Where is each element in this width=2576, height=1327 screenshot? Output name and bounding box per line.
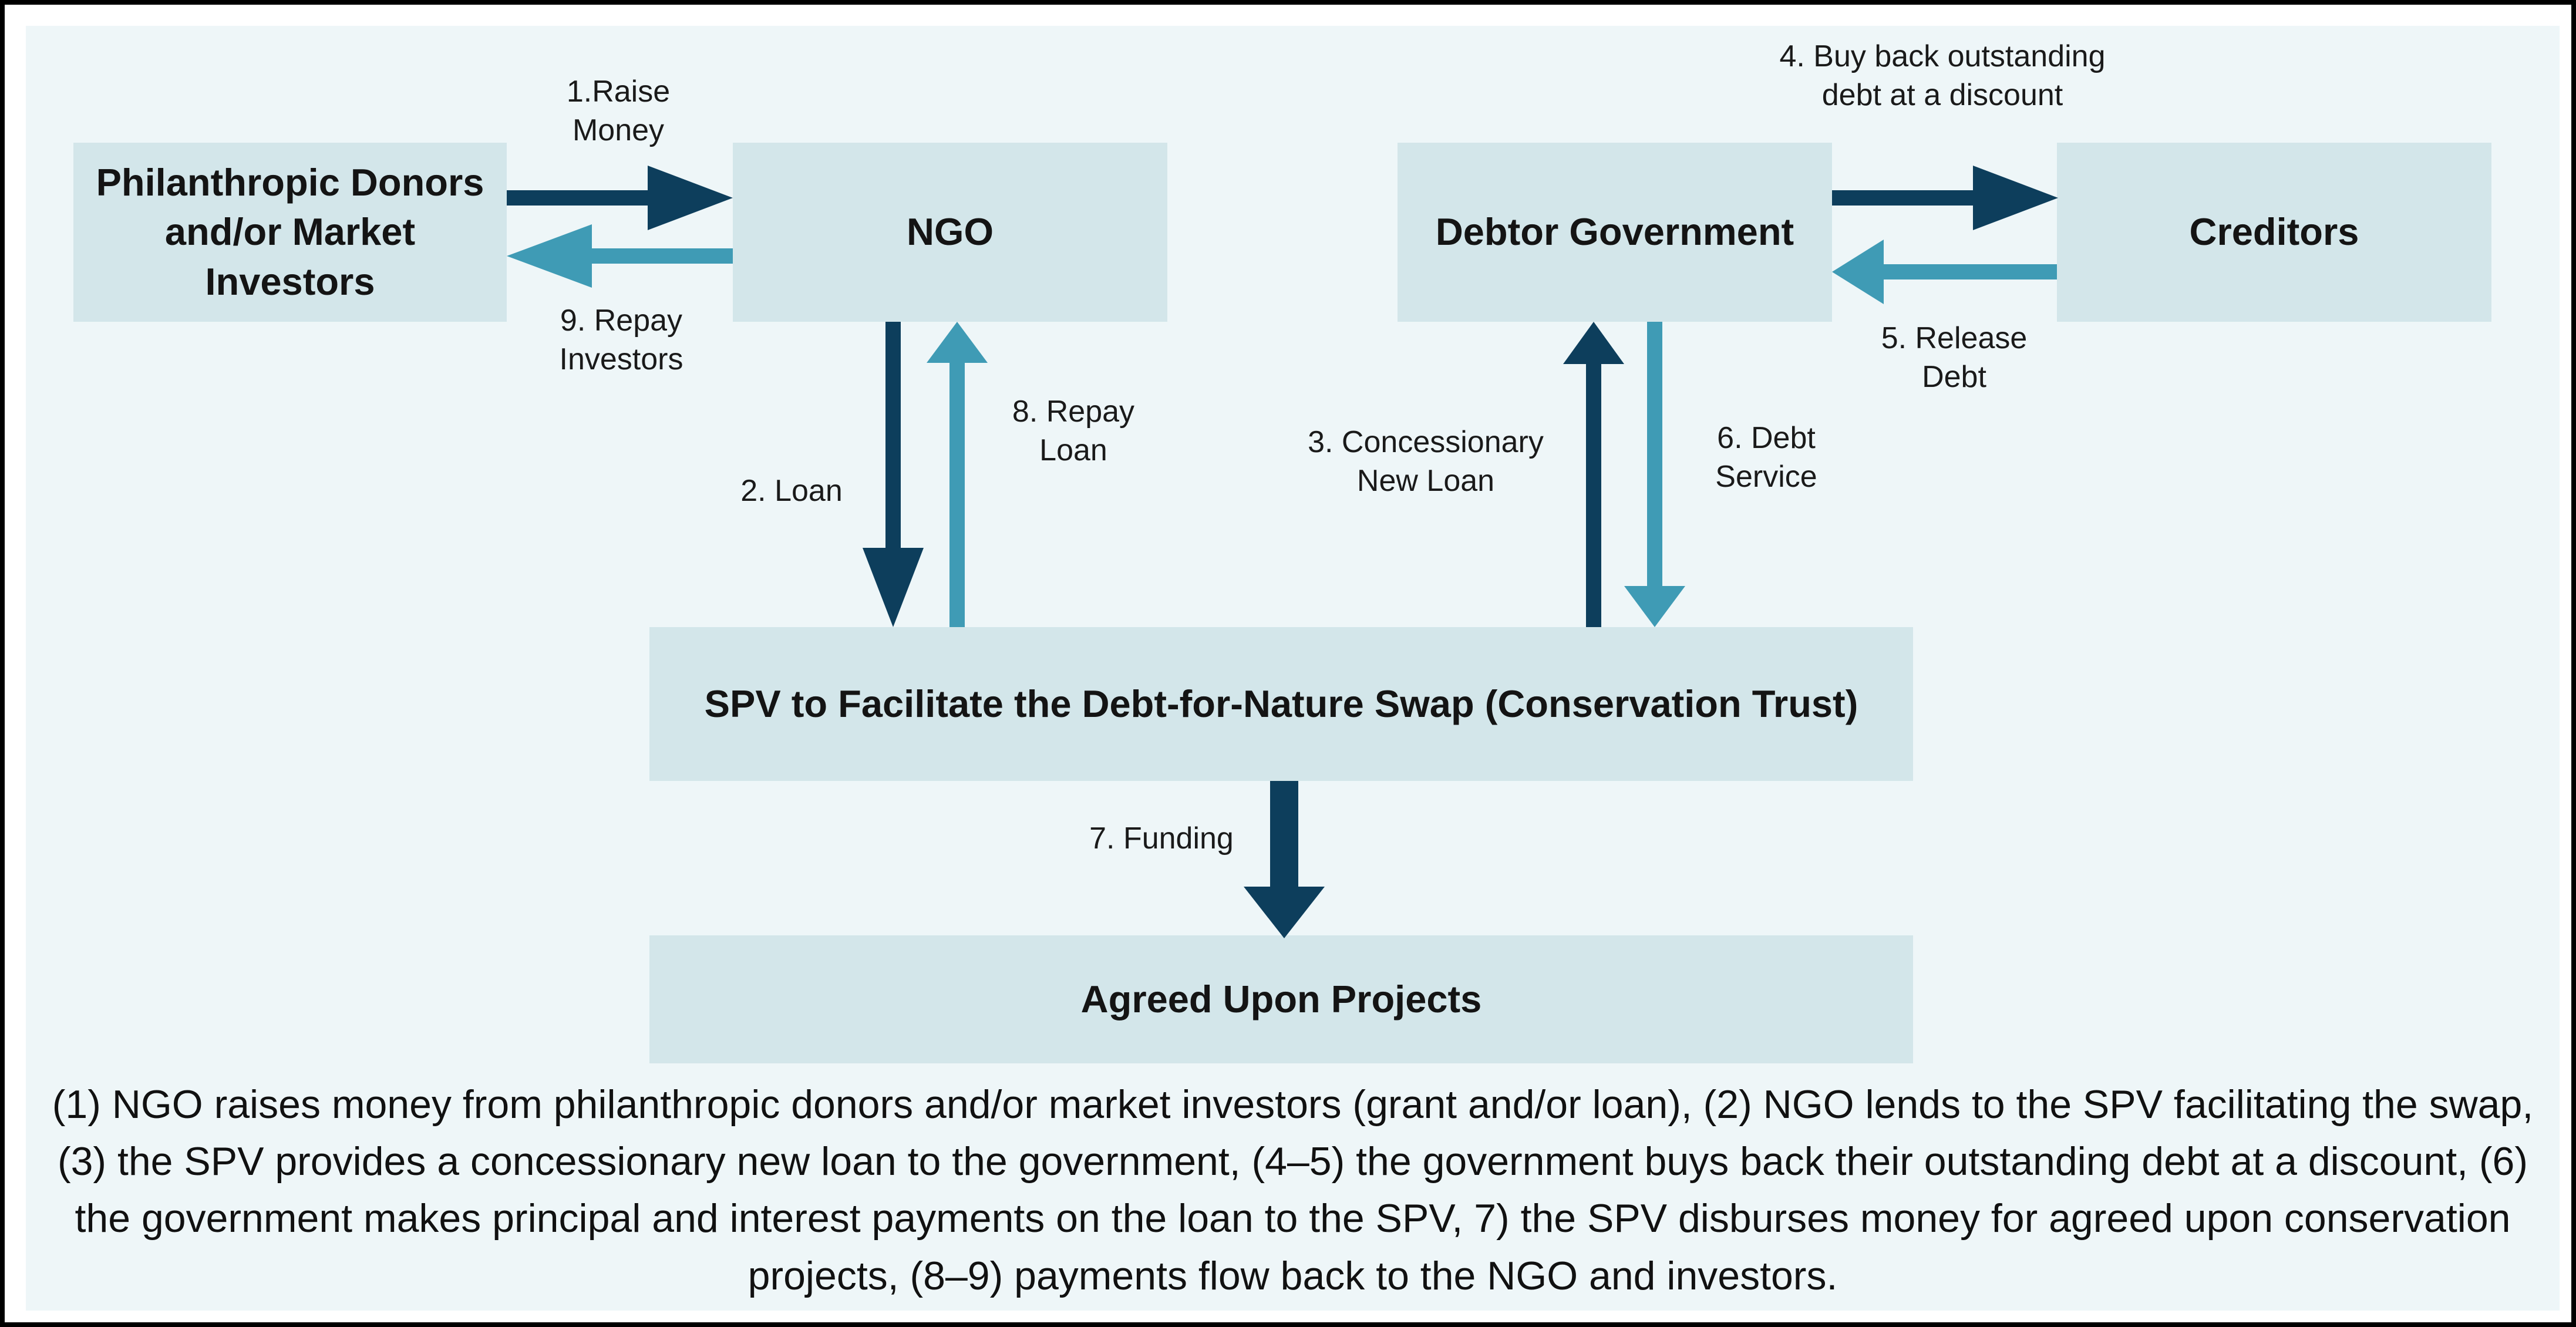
arrow-4-buy-back: [1832, 166, 2058, 230]
projects-label: Agreed Upon Projects: [1080, 977, 1482, 1020]
creditors-box: Creditors: [2057, 143, 2491, 322]
label-repay-investors: 9. Repay Investors: [559, 304, 683, 377]
label-debt-service: 6. Debt Service: [1715, 421, 1817, 494]
ngo-label: NGO: [906, 210, 994, 254]
government-label: Debtor Government: [1435, 210, 1794, 254]
diagram-caption: (1) NGO raises money from philanthropic …: [52, 1082, 2534, 1298]
label-raise-money: 1.Raise Money: [566, 75, 671, 148]
arrow-3-concessionary-loan: [1563, 322, 1624, 627]
arrow-8-repay-loan: [927, 322, 988, 627]
arrow-5-release-debt: [1832, 240, 2057, 304]
projects-box: Agreed Upon Projects: [649, 935, 1913, 1063]
label-loan: 2. Loan: [740, 474, 843, 508]
arrow-1-raise-money: [507, 166, 733, 230]
spv-label: SPV to Facilitate the Debt-for-Nature Sw…: [704, 682, 1858, 725]
ngo-box: NGO: [733, 143, 1167, 322]
flow-arrows: [507, 166, 2058, 938]
label-funding: 7. Funding: [1089, 821, 1234, 856]
government-box: Debtor Government: [1398, 143, 1832, 322]
label-release-debt: 5. Release Debt: [1881, 321, 2028, 395]
arrow-7-funding: [1244, 781, 1325, 938]
creditors-label: Creditors: [2189, 210, 2359, 254]
arrow-2-loan: [863, 322, 924, 627]
donors-label: Philanthropic Donors and/or Market Inves…: [96, 160, 484, 303]
arrow-9-repay-investors: [507, 224, 733, 288]
arrow-6-debt-service: [1624, 322, 1685, 627]
donors-box: Philanthropic Donors and/or Market Inves…: [73, 143, 507, 322]
label-repay-loan: 8. Repay Loan: [1012, 395, 1135, 468]
label-concessionary-loan: 3. Concessionary New Loan: [1308, 425, 1544, 499]
spv-box: SPV to Facilitate the Debt-for-Nature Sw…: [649, 627, 1913, 781]
label-buy-back: 4. Buy back outstanding debt at a discou…: [1779, 39, 2106, 113]
